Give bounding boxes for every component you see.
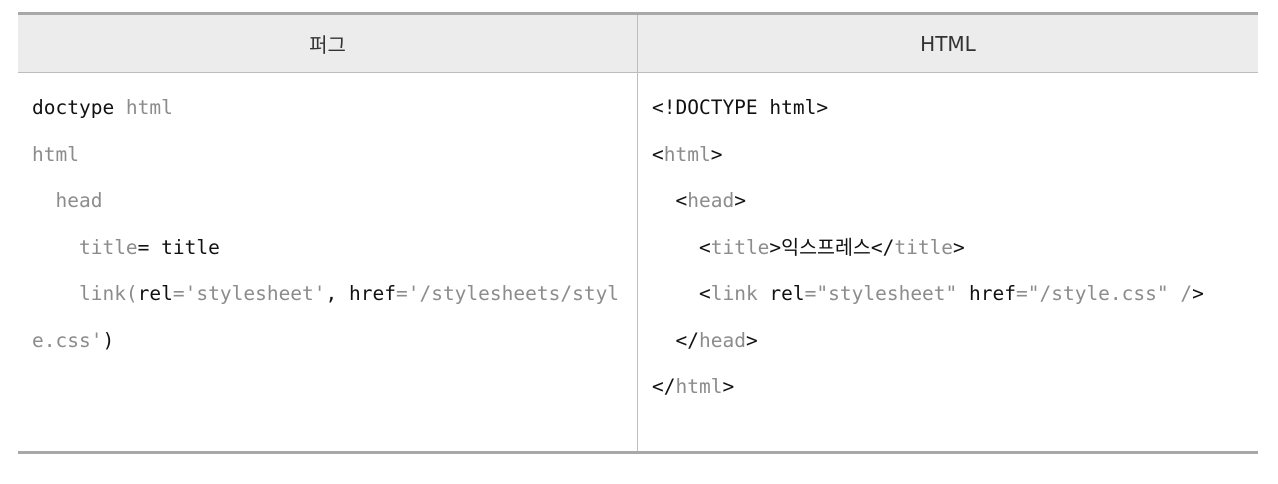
pug-code-line: doctype html [32, 85, 625, 132]
html-code-token: html [663, 142, 711, 166]
html-code-token: link [710, 282, 770, 305]
pug-code-token: ='/stylesheets/style.css' [32, 282, 620, 352]
html-code-token: > [953, 235, 965, 259]
html-code-token: html [757, 96, 817, 119]
header-row: 퍼그 HTML [18, 12, 1258, 73]
html-code-token: > [710, 142, 723, 166]
html-code-line: <link rel="stylesheet" href="/style.css"… [652, 271, 1246, 318]
html-code-line: <!DOCTYPE html> [652, 85, 1246, 132]
html-code-token: rel [769, 282, 805, 305]
pug-code-token: link( [32, 282, 138, 305]
html-code-line: <head> [652, 178, 1246, 225]
pug-code-token: , href [325, 282, 396, 305]
html-code-token: <!DOCTYPE [652, 96, 758, 119]
html-code-token: < [652, 282, 711, 305]
pug-code-token: doctype [32, 96, 115, 119]
pug-code-token: html [114, 96, 173, 119]
html-code-token: title [710, 235, 770, 259]
pug-code-token: title [32, 235, 138, 259]
pug-code-token: rel [137, 282, 173, 305]
header-pug: 퍼그 [18, 12, 638, 73]
html-code-token: head [687, 189, 735, 212]
html-code-line: </head> [652, 318, 1246, 365]
pug-code-line: html [32, 132, 625, 179]
html-code-token: href [969, 282, 1016, 305]
html-code-token: > [816, 96, 829, 119]
html-code-token: html [675, 375, 723, 398]
html-code-token: ="stylesheet" [804, 282, 970, 305]
html-code-token: > [734, 189, 746, 212]
pug-code-token: html [32, 142, 79, 166]
html-code-token: < [652, 189, 688, 212]
header-html: HTML [637, 12, 1258, 73]
html-code-token: </ [652, 328, 699, 352]
html-code-token: < [652, 142, 664, 166]
html-code-token: head [698, 328, 746, 352]
html-code-token: < [652, 235, 711, 259]
html-code-token: </ [652, 375, 676, 398]
html-code-token: >익스프레스</ [769, 235, 895, 259]
html-code-cell: <!DOCTYPE html><html> <head> <title>익스프레… [637, 72, 1258, 454]
pug-code-line: link(rel='stylesheet', href='/stylesheet… [32, 271, 625, 364]
html-code-block: <!DOCTYPE html><html> <head> <title>익스프레… [652, 85, 1246, 411]
html-code-token: > [745, 328, 758, 352]
html-code-line: </html> [652, 364, 1246, 411]
pug-code-line: title= title [32, 225, 625, 272]
pug-code-token: head [32, 189, 103, 212]
html-code-token: > [722, 375, 735, 398]
html-code-token: ="/style.css" / [1016, 282, 1193, 305]
pug-code-token: = title [137, 235, 220, 259]
pug-code-line: head [32, 178, 625, 225]
pug-code-token: ) [102, 328, 115, 352]
html-code-line: <title>익스프레스</title> [652, 225, 1246, 272]
html-code-line: <html> [652, 132, 1246, 179]
pug-code-token: ='stylesheet' [172, 282, 326, 305]
html-code-token: title [894, 235, 954, 259]
html-code-token: > [1192, 282, 1204, 305]
